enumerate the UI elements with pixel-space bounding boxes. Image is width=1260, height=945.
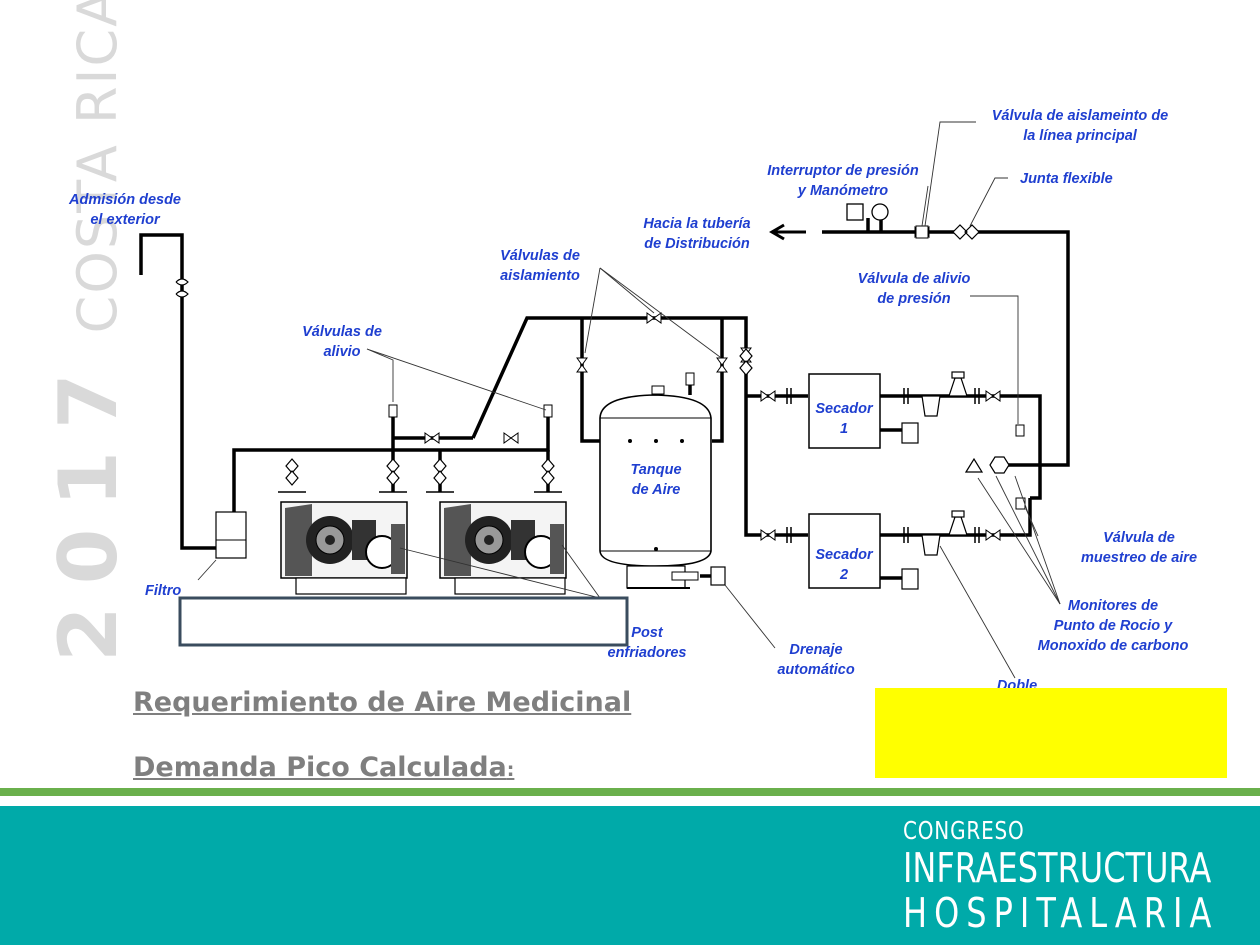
flow-arrow-icon (769, 223, 806, 241)
label-valvulas-alivio-2: alivio (323, 344, 360, 360)
label-filtro: Filtro (145, 583, 181, 599)
label-drenaje-1: Drenaje (789, 642, 842, 658)
label-interruptor-2: y Manómetro (797, 183, 888, 199)
label-drenaje-2: automático (777, 662, 854, 678)
flexible-connectors (285, 224, 980, 486)
label-interruptor-1: Interruptor de presión (767, 163, 919, 179)
footer-banner: CONGRESO INFRAESTRUCTURA HOSPITALARIA (0, 806, 1260, 945)
label-tanque-2: de Aire (632, 482, 681, 498)
logo-infraestructura: INFRAESTRUCTURA (903, 844, 1212, 892)
monitor-hexagon-icon (989, 456, 1010, 474)
label-hacia-tuberia-2: de Distribución (644, 236, 750, 252)
pressure-switch-icon (846, 203, 864, 221)
line-isolation-valve-icon (915, 225, 929, 239)
label-muestreo-1: Válvula de (1103, 530, 1175, 546)
label-secador1-1: Secador (815, 401, 874, 417)
label-admision-2: el exterior (90, 212, 161, 228)
dryer-2-drain (901, 568, 919, 590)
label-valvula-linea-2: la línea principal (1023, 128, 1138, 144)
heading-demanda: Demanda Pico Calculada: (133, 752, 514, 783)
flanges (278, 388, 980, 543)
pressure-gauge-icon (871, 203, 889, 221)
inline-filters (921, 371, 968, 556)
label-valvulas-alivio-1: Válvulas de (302, 324, 382, 340)
label-valvula-alivio-presion-2: de presión (877, 291, 950, 307)
flex-joint-icon (175, 278, 189, 298)
label-post-2: enfriadores (608, 645, 687, 661)
label-secador2-2: 2 (839, 567, 848, 583)
label-monitores-3: Monoxido de carbono (1038, 638, 1189, 654)
label-secador1-2: 1 (840, 421, 848, 437)
filter-unit (215, 511, 247, 559)
dryer-2 (808, 513, 881, 589)
footer-green-stripe (0, 788, 1260, 796)
heading-demanda-text: Demanda Pico Calculada (133, 752, 507, 783)
leader-lines (197, 121, 1061, 679)
label-monitores-1: Monitores de (1068, 598, 1158, 614)
monitor-triangle-icon (964, 457, 984, 473)
diagram-labels: Admisión desde el exterior Válvulas de a… (68, 108, 1197, 694)
label-tanque-1: Tanque (630, 462, 681, 478)
label-muestreo-2: muestreo de aire (1081, 550, 1197, 566)
sampling-valve-icon (1015, 424, 1025, 437)
highlight-frame (178, 596, 629, 647)
label-junta: Junta flexible (1020, 171, 1113, 187)
label-valvula-linea-1: Válvula de aislameinto de (992, 108, 1169, 124)
label-monitores-2: Punto de Rocio y (1054, 618, 1173, 634)
heading-requerimiento: Requerimiento de Aire Medicinal (133, 687, 632, 718)
relief-valve-icon (543, 404, 553, 418)
label-valvulas-aislamiento-2: aislamiento (500, 268, 580, 284)
label-secador2-1: Secador (815, 547, 874, 563)
dryer-1-drain (901, 422, 919, 444)
label-admision-1: Admisión desde (68, 192, 181, 208)
label-valvulas-aislamiento-1: Válvulas de (500, 248, 580, 264)
label-post-1: Post (631, 625, 664, 641)
compressed-air-diagram: Admisión desde el exterior Válvulas de a… (68, 108, 1197, 694)
footer-gap (0, 796, 1260, 806)
dryer-1 (808, 373, 881, 449)
yellow-highlight-box (875, 688, 1227, 778)
logo-hospitalaria: HOSPITALARIA (903, 889, 1219, 937)
air-tank (599, 372, 726, 589)
compressor-2 (439, 501, 567, 595)
label-valvula-alivio-presion-1: Válvula de alivio (858, 271, 971, 287)
label-hacia-tuberia-1: Hacia la tubería (643, 216, 750, 232)
logo-congreso: CONGRESO (903, 816, 1025, 845)
relief-valve-icon (388, 404, 398, 418)
heading-demanda-colon: : (506, 759, 515, 781)
compressor-1 (280, 501, 408, 595)
